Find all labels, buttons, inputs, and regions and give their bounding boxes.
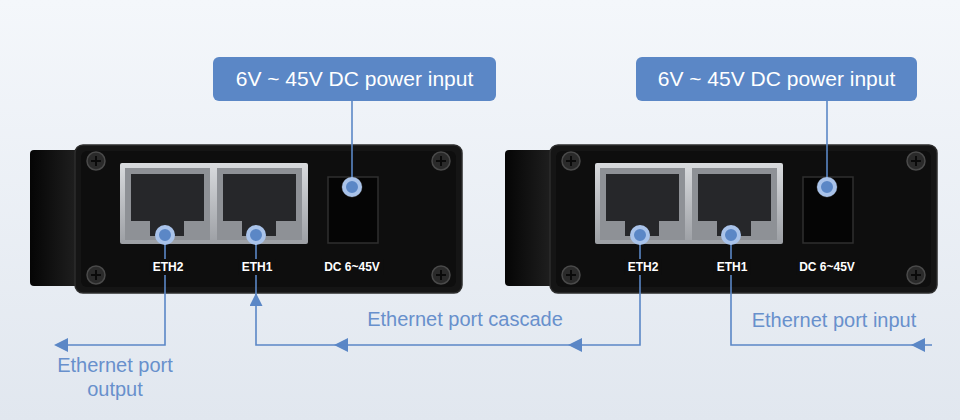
edge-label: Ethernet port cascade — [367, 307, 563, 331]
device-face — [81, 151, 456, 287]
port-dot — [344, 179, 360, 195]
device-panel — [505, 145, 937, 293]
dc-jack — [328, 177, 378, 243]
port-label: DC 6~45V — [321, 259, 383, 275]
port-label: ETH2 — [150, 259, 187, 275]
device-panel: ETH2 ETH1 DC 6~45V — [75, 145, 462, 293]
leader-line — [351, 145, 353, 180]
arrow-head — [54, 338, 68, 352]
rj45-ports — [120, 163, 308, 244]
rail-clip — [30, 150, 82, 286]
port-label: DC 6~45V — [796, 259, 858, 275]
output-wire — [62, 235, 165, 345]
callout-text: 6V ~ 45V DC power input — [658, 67, 896, 91]
callout-box: 6V ~ 45V DC power input — [213, 57, 496, 101]
port-dot — [632, 227, 648, 243]
device-body — [75, 145, 462, 293]
input-wire — [731, 235, 932, 345]
leader-line — [826, 145, 828, 180]
port-dot — [723, 227, 739, 243]
port-dot — [248, 227, 264, 243]
port-direction-label: Ethernet port input — [752, 308, 917, 332]
leader-line — [826, 101, 828, 145]
device-panel — [30, 145, 462, 293]
port-dot — [819, 179, 835, 195]
port-label: ETH1 — [239, 259, 276, 275]
device-panel: ETH2 ETH1 DC 6~45V — [550, 145, 937, 293]
leader-line — [351, 101, 353, 145]
port-label: ETH2 — [625, 259, 662, 275]
arrow-connector — [256, 293, 640, 345]
callout-text: 6V ~ 45V DC power input — [236, 67, 474, 91]
screw — [87, 152, 450, 284]
port-direction-label: Ethernet port output — [40, 353, 190, 401]
arrow-head — [911, 338, 925, 352]
port-label: ETH1 — [714, 259, 751, 275]
callout-box: 6V ~ 45V DC power input — [636, 57, 917, 101]
port-dot — [157, 227, 173, 243]
